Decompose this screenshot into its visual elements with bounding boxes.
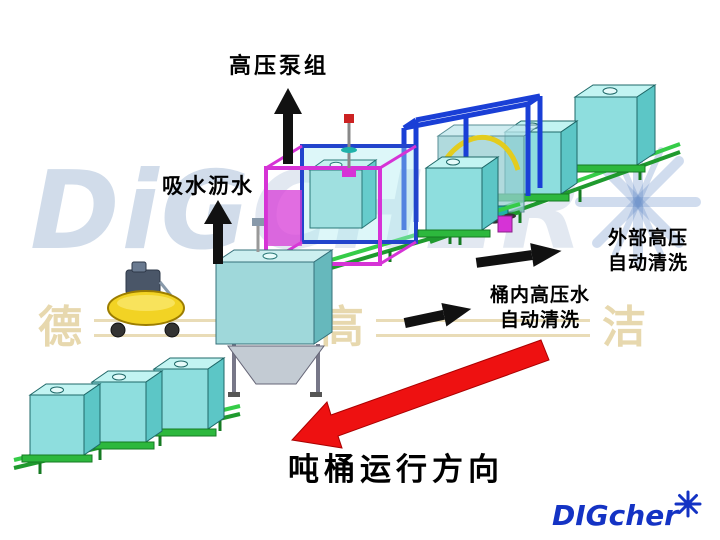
external-wash-arrow-icon [475, 243, 562, 268]
starburst-icon [674, 490, 702, 518]
red-direction-arrow [291, 339, 550, 449]
logo-text-cher: cher [608, 499, 678, 532]
pump-up-arrow-icon [274, 88, 302, 164]
brand-logo: DIGcher [552, 490, 706, 530]
logo-text: DIGcher [552, 502, 678, 530]
watermark-double-line [94, 319, 308, 337]
tote [145, 357, 226, 437]
watermark-cjk-char-1: 德 [38, 302, 82, 353]
label-absorb-drain: 吸水沥水 [162, 174, 254, 198]
watermark-double-line [376, 319, 590, 337]
absorb-drain-station [214, 218, 334, 397]
absorb-up-arrow-icon [204, 200, 232, 264]
tote [21, 383, 102, 463]
label-inner-wash-line2: 自动清洗 [499, 309, 580, 331]
inner-wash-arrow-icon [403, 303, 472, 328]
label-pump-group: 高压泵组 [229, 54, 330, 79]
tote [83, 370, 164, 450]
air-compressor [107, 261, 185, 338]
label-flow-direction: 吨桶运行方向 [288, 452, 504, 488]
label-external-wash-line2: 自动清洗 [607, 252, 688, 274]
tote [566, 84, 657, 173]
label-inner-wash: 桶内高压水 自动清洗 [472, 283, 608, 333]
label-inner-wash-line1: 桶内高压水 [489, 284, 590, 306]
center-wash-station [264, 114, 418, 266]
label-external-wash-line1: 外部高压 [607, 227, 688, 249]
tote [417, 156, 513, 238]
logo-text-dig: DIG [552, 499, 609, 532]
label-external-wash: 外部高压 自动清洗 [596, 226, 700, 276]
watermark-cjk-char-3: 洁 [602, 302, 646, 353]
